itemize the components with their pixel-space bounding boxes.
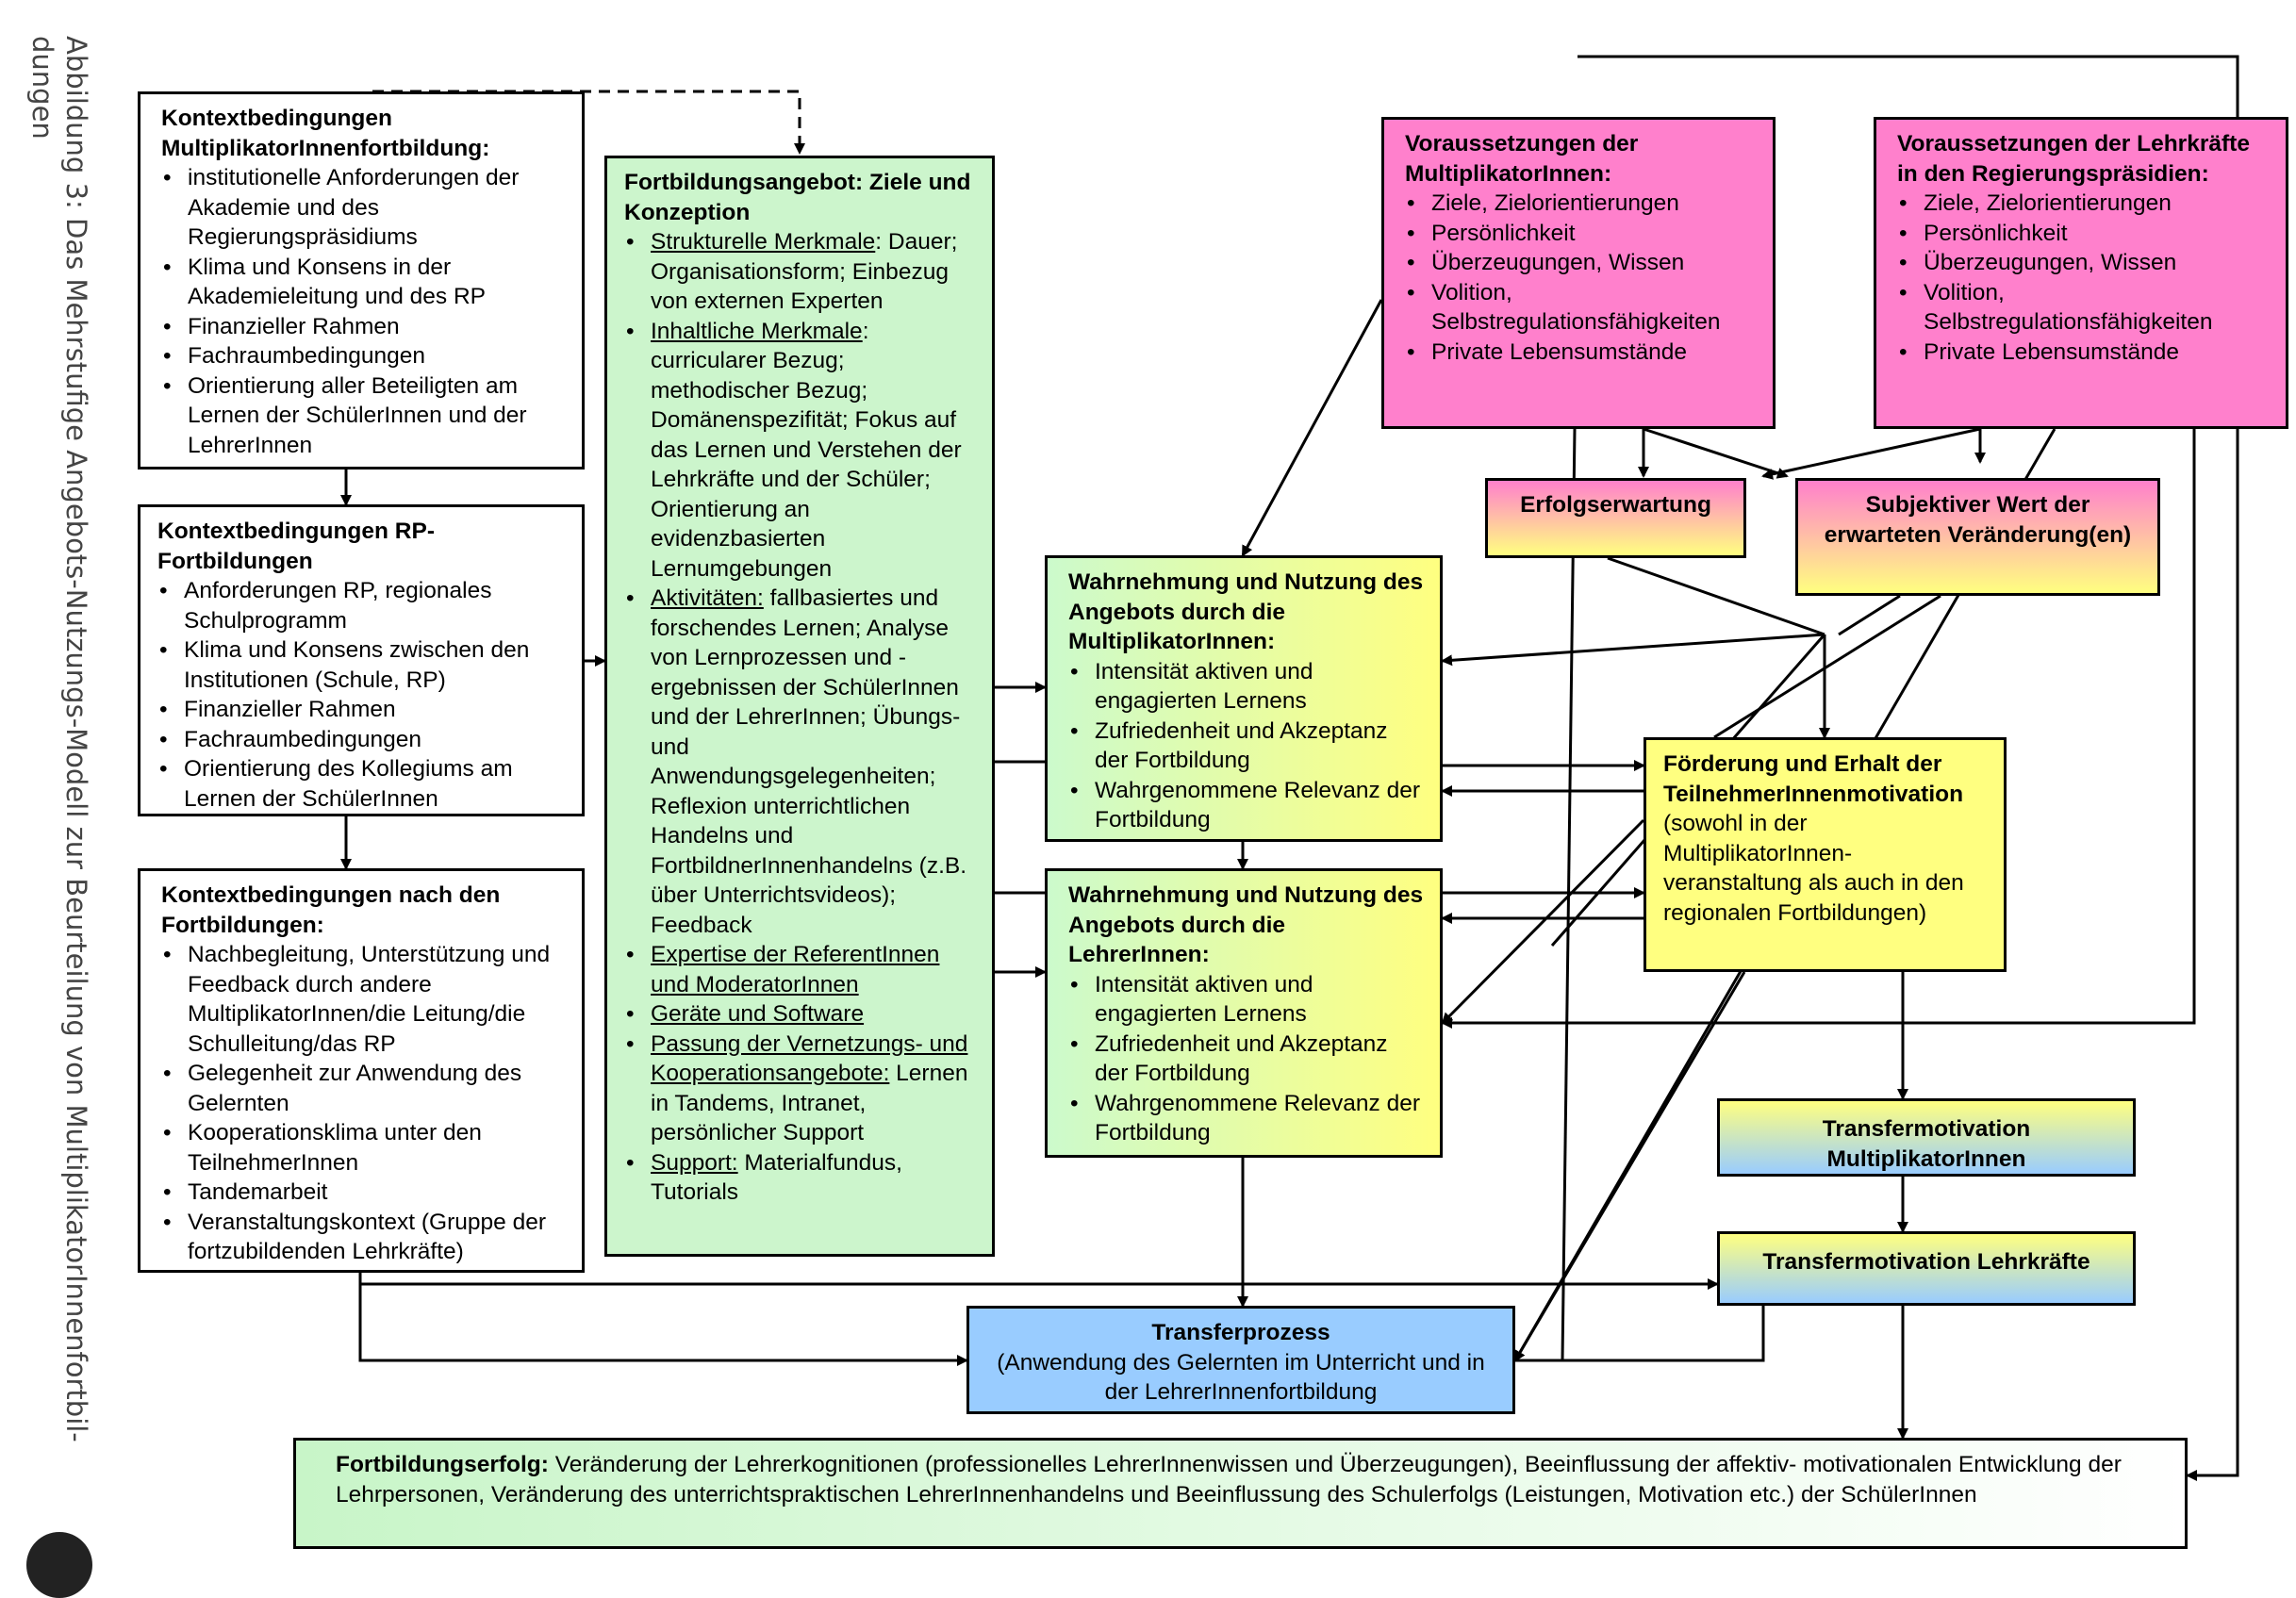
list-item: institutionelle Anforderungen der Akadem… [163,163,569,253]
list-item: Gelegenheit zur Anwendung des Gelernten [163,1059,569,1118]
list-item: Ziele, Zielorientierungen [1899,189,2272,219]
list-item: Ziele, Zielorientierungen [1407,189,1759,219]
box-title: Transferprozess [1151,1320,1330,1345]
arrow-motiv-to-useteach-diag [1441,818,1645,1025]
arrow-ctx3-to-transfer [358,1263,968,1366]
list-item: Aktivitäten: fallbasiertes und forschend… [626,584,979,940]
item-heading: Passung der Vernetzungs- und Kooperation… [651,1030,968,1087]
list-item: Private Lebensumstände [1407,338,1759,368]
item-text: Lernen in Tandems, Intranet, persönliche… [651,1061,968,1145]
list-item: Inhaltliche Merkmale: curricularer Bezug… [626,317,979,585]
list-item: Klima und Konsens in der Akademieleitung… [163,253,569,312]
arrow-reqteach-to-useteach [1441,429,2196,1029]
list-item: Zufriedenheit und Akzeptanz der Fortbild… [1070,1030,1427,1089]
line-expect-to-junction [1607,556,1825,636]
box-requirements-teachers: Voraussetzungen der Lehrkräfte in den Re… [1874,117,2288,429]
box-use-teachers: Wahrnehmung und Nutzung des Angebots dur… [1045,868,1443,1158]
box-title: Transfermotivation MultiplikatorInnen [1822,1116,2031,1172]
list-item: Überzeugungen, Wissen [1407,248,1759,278]
list-item: Finanzieller Rahmen [159,695,569,725]
box-success-expectation: Erfolgserwartung [1485,478,1746,558]
list-item: Intensität aktiven und engagierten Lerne… [1070,970,1427,1030]
box-transfer-motivation-multiplikator: Transfermotivation MultiplikatorInnen [1717,1098,2136,1177]
box-title: Wahrnehmung und Nutzung des Angebots dur… [1068,882,1424,967]
box-training-success: Fortbildungserfolg: Veränderung der Lehr… [293,1438,2188,1549]
box-subjective-value: Subjektiver Wert der erwarteten Veränder… [1795,478,2160,596]
item-heading: Strukturelle Merkmale [651,229,876,255]
item-text: : Dauer; Organisationsform; Einbezug von… [651,229,958,314]
list-item: Passung der Vernetzungs- und Kooperation… [626,1030,979,1148]
list-item: Volition, Selbstregulationsfähigkeiten [1899,278,2272,338]
list-item: Anforderungen RP, regionales Schulprogra… [159,576,569,635]
list-item: Volition, Selbstregulationsfähigkeiten [1407,278,1759,338]
list-item: Orientierung aller Beteiligten am Lernen… [163,371,569,461]
box-motivation: Förderung und Erhalt der TeilnehmerInnen… [1644,737,2007,972]
box-text: (sowohl in der MultiplikatorInnen-verans… [1663,811,1964,926]
arrow-reqmulti-to-usemulti [1241,299,1383,557]
box-title: Wahrnehmung und Nutzung des Angebots dur… [1068,569,1424,654]
box-title: Voraussetzungen der Lehrkräfte in den Re… [1897,131,2250,187]
item-text: Materialfundus, Tutorials [651,1149,902,1206]
box-title: Kontextbedingungen RP-Fortbildungen [157,519,435,574]
box-context-multiplikator: Kontextbedingungen MultiplikatorInnenfor… [138,91,585,470]
list-item: Private Lebensumstände [1899,338,2272,368]
box-offer: Fortbildungsangebot: Ziele und Konzeptio… [604,156,995,1257]
list-item: Support: Materialfundus, Tutorials [626,1148,979,1208]
item-text: : curricularer Bezug; methodischer Bezug… [651,318,962,582]
list-item: Tandemarbeit [163,1178,569,1208]
line-tmteach-to-transfer [1515,1306,1765,1362]
box-context-after: Kontextbedingungen nach den Fortbildunge… [138,868,585,1273]
list-item: Persönlichkeit [1899,219,2272,249]
list-item: Intensität aktiven und engagierten Lerne… [1070,657,1427,717]
box-title: Kontextbedingungen nach den Fortbildunge… [161,882,501,938]
box-context-rp: Kontextbedingungen RP-Fortbildungen Anfo… [138,504,585,816]
arrow-reqmulti-to-value [1643,427,1789,479]
box-use-multiplikator: Wahrnehmung und Nutzung des Angebots dur… [1045,555,1443,842]
list-item: Expertise der ReferentInnen und Moderato… [626,940,979,999]
item-heading: Expertise der ReferentInnen und Moderato… [651,942,940,997]
list-item: Nachbegleitung, Unterstützung und Feedba… [163,940,569,1059]
box-title: Transfermotivation Lehrkräfte [1762,1249,2090,1275]
arrow-loop-to-success [1577,55,2239,1481]
box-title: Erfolgserwartung [1520,492,1711,518]
list-item: Finanzieller Rahmen [163,312,569,342]
list-item: Persönlichkeit [1407,219,1759,249]
list-item: Geräte und Software [626,999,979,1030]
list-item: Wahrgenommene Relevanz der Fortbildung [1070,1089,1427,1148]
box-transfer-process: Transferprozess (Anwendung des Gelernten… [966,1306,1515,1414]
list-item: Überzeugungen, Wissen [1899,248,2272,278]
box-title: Förderung und Erhalt der TeilnehmerInnen… [1663,751,1964,807]
box-text: Veränderung der Lehrerkognitionen (profe… [336,1452,2122,1507]
box-text: (Anwendung des Gelernten im Unterricht u… [997,1349,1485,1406]
box-title: Fortbildungsangebot: Ziele und Konzeptio… [624,170,971,225]
list-item: Veranstaltungskontext (Gruppe der fortzu… [163,1208,569,1267]
item-heading: Aktivitäten: [651,585,764,611]
item-heading: Support: [651,1149,738,1176]
item-heading: Geräte und Software [651,1001,865,1027]
list-item: Fachraumbedingungen [159,725,569,755]
list-item: Strukturelle Merkmale: Dauer; Organisati… [626,227,979,317]
box-title: Voraussetzungen der MultiplikatorInnen: [1405,131,1639,187]
box-requirements-multiplikator: Voraussetzungen der MultiplikatorInnen: … [1381,117,1776,429]
line-reqmulti-to-transfer [1561,428,1577,1361]
arrow-junction-to-usemulti [1441,633,1825,667]
list-item: Zufriedenheit und Akzeptanz der Fortbild… [1070,717,1427,776]
list-item: Wahrgenommene Relevanz der Fortbildung [1070,776,1427,835]
item-text: fallbasiertes und forschendes Lernen; An… [651,585,967,938]
list-item: Fachraumbedingungen [163,341,569,371]
list-item: Klima und Konsens zwischen den Instituti… [159,635,569,695]
box-title: Subjektiver Wert der erwarteten Veränder… [1824,492,2132,548]
list-item: Orientierung des Kollegiums am Lernen de… [159,754,569,814]
box-title: Kontextbedingungen MultiplikatorInnenfor… [161,106,490,161]
item-heading: Inhaltliche Merkmale [651,318,863,344]
list-item: Kooperationsklima unter den TeilnehmerIn… [163,1118,569,1178]
arrow-reqteach-to-expect [1761,427,1981,480]
line-value-to-junction [1838,594,1901,636]
line-value-to-motiv [1713,594,1941,739]
box-title: Fortbildungserfolg: [336,1452,549,1477]
box-transfer-motivation-teachers: Transfermotivation Lehrkräfte [1717,1231,2136,1306]
